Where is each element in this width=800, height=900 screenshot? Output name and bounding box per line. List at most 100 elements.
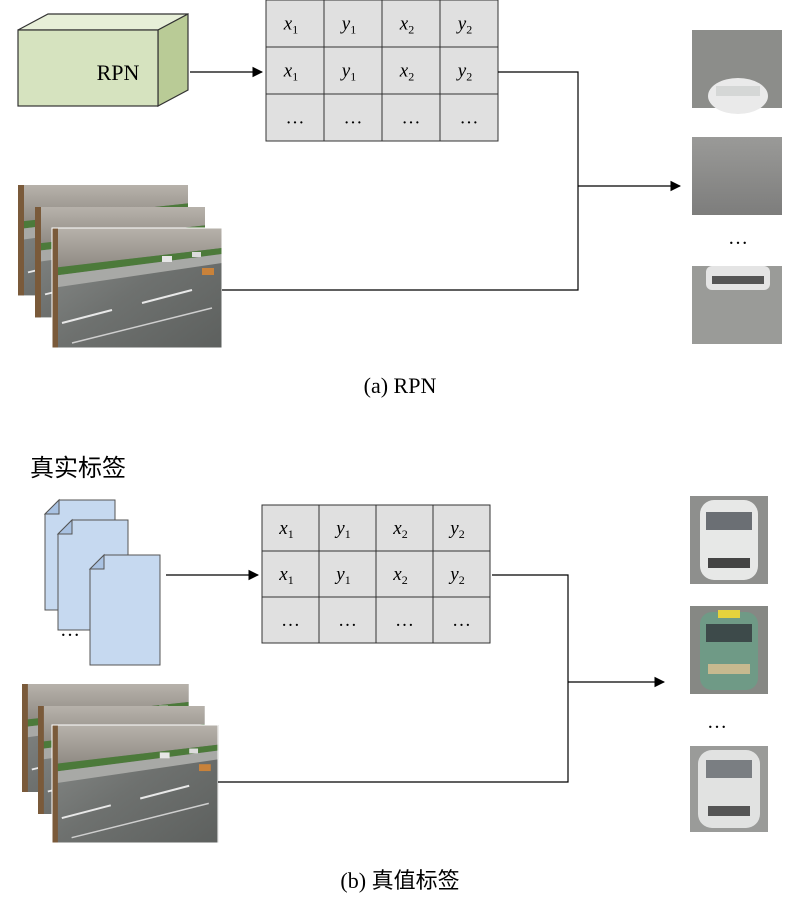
cell-subscript: 2 <box>402 527 408 541</box>
cell-variable: y <box>340 61 351 82</box>
crop-b-3 <box>690 746 768 832</box>
table-cell-text: … <box>281 610 300 631</box>
crop-a-1 <box>692 30 782 114</box>
table-cell <box>318 596 377 644</box>
table-cell-text: … <box>395 610 414 631</box>
table-cell <box>432 596 491 644</box>
crops-a: … <box>692 30 782 344</box>
cell-subscript: 2 <box>466 70 472 84</box>
cell-subscript: 1 <box>350 23 356 37</box>
table-cell-text: y2 <box>448 518 464 541</box>
table-cell <box>432 504 491 552</box>
table-cell <box>261 596 320 644</box>
table-cell <box>375 596 434 644</box>
table-cell <box>432 550 491 598</box>
table-cell <box>318 550 377 598</box>
cell-variable: x <box>392 564 402 585</box>
cell-variable: … <box>338 610 357 631</box>
caption-b: (b) 真值标签 <box>340 868 459 893</box>
table-cell-text: x2 <box>392 564 407 587</box>
crop-b-1 <box>690 496 768 584</box>
table-cell-text: … <box>338 610 357 631</box>
table-cell-text: … <box>344 108 363 129</box>
table-cell-text: … <box>402 108 421 129</box>
crops-b: … <box>690 496 768 832</box>
table-cell <box>439 93 499 142</box>
table-cell-text: x1 <box>278 518 293 541</box>
cell-variable: x <box>283 14 293 35</box>
cell-subscript: 2 <box>459 573 465 587</box>
table-cell-text: y1 <box>340 61 356 84</box>
cell-subscript: 1 <box>345 527 351 541</box>
cell-variable: y <box>448 518 459 539</box>
cell-variable: y <box>456 61 467 82</box>
table-cell <box>381 0 441 48</box>
cell-subscript: 1 <box>288 527 294 541</box>
rpn-box-label: RPN <box>97 60 140 85</box>
table-cell-text: … <box>460 108 479 129</box>
table-cell <box>323 93 383 142</box>
cell-variable: x <box>283 61 293 82</box>
table-cell-text: … <box>452 610 471 631</box>
crop-b-2 <box>690 606 768 694</box>
cell-subscript: 1 <box>292 23 298 37</box>
cell-subscript: 1 <box>345 573 351 587</box>
cell-variable: … <box>344 108 363 129</box>
connector-b <box>218 574 569 783</box>
cell-subscript: 2 <box>408 23 414 37</box>
table-cell <box>439 0 499 48</box>
cell-variable: … <box>286 108 305 129</box>
cell-subscript: 2 <box>408 70 414 84</box>
cell-variable: … <box>452 610 471 631</box>
rpn-box: RPN <box>17 13 189 107</box>
table-cell-text: x1 <box>283 14 298 37</box>
table-cell <box>265 0 325 48</box>
cell-subscript: 1 <box>292 70 298 84</box>
table-cell-text: y1 <box>340 14 356 37</box>
table-cell-text: x2 <box>399 14 414 37</box>
table-cell <box>381 93 441 142</box>
cell-variable: y <box>334 564 345 585</box>
table-cell-text: y1 <box>334 518 350 541</box>
table-cell-text: … <box>286 108 305 129</box>
table-cell-text: x2 <box>392 518 407 541</box>
cell-variable: x <box>278 518 288 539</box>
table-cell-text: x1 <box>283 61 298 84</box>
crops-a-ellipsis: … <box>728 227 748 249</box>
table-cell <box>323 46 383 95</box>
connector-a <box>222 71 579 291</box>
label-documents: … <box>44 499 161 666</box>
table-cell-text: x2 <box>399 61 414 84</box>
caption-a: (a) RPN <box>364 373 437 398</box>
cell-variable: y <box>448 564 459 585</box>
cell-variable: … <box>402 108 421 129</box>
crop-a-3 <box>692 266 782 344</box>
table-cell-text: y1 <box>334 564 350 587</box>
cell-variable: y <box>334 518 345 539</box>
cell-variable: y <box>340 14 351 35</box>
cell-subscript: 2 <box>402 573 408 587</box>
video-frames-b <box>21 683 220 844</box>
cell-variable: x <box>399 14 409 35</box>
crops-b-ellipsis: … <box>707 711 727 733</box>
cell-variable: x <box>399 61 409 82</box>
cell-variable: x <box>278 564 288 585</box>
cell-subscript: 2 <box>459 527 465 541</box>
table-cell-text: y2 <box>448 564 464 587</box>
crop-a-2 <box>692 137 782 215</box>
cell-variable: y <box>456 14 467 35</box>
cell-variable: … <box>281 610 300 631</box>
table-cell-text: y2 <box>456 14 472 37</box>
cell-subscript: 1 <box>288 573 294 587</box>
table-cell <box>261 550 320 598</box>
cell-variable: … <box>460 108 479 129</box>
table-cell <box>265 93 325 142</box>
video-frames-a <box>17 184 223 349</box>
cell-variable: x <box>392 518 402 539</box>
documents-ellipsis: … <box>60 619 80 641</box>
